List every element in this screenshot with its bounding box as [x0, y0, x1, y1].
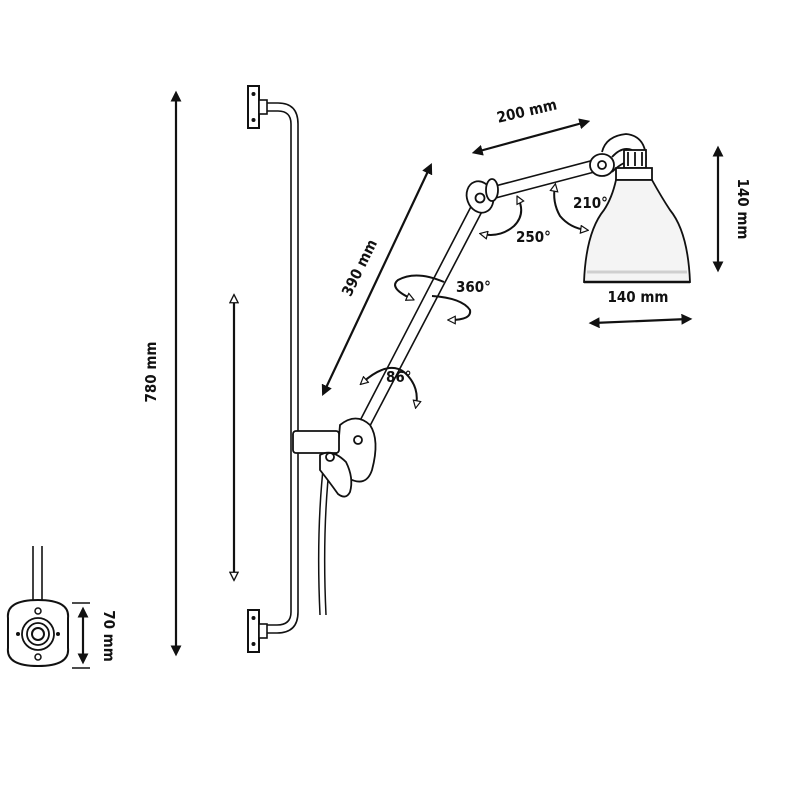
lower-arm: [348, 193, 490, 444]
total-height-label: 780 mm: [142, 342, 160, 403]
lower-arm-length-arrow: [471, 118, 591, 156]
labels: 780 mm 390 mm 200 mm 140 mm 140 mm 70 mm…: [100, 95, 752, 661]
arm-lower-label: 200 mm: [495, 95, 558, 126]
wall-rail: [247, 85, 299, 653]
base-plate-detail: [6, 546, 70, 668]
angle-elbow-label: 250°: [516, 228, 551, 246]
upper-arm-length-arrow: [321, 163, 433, 396]
shade-rotation-icon: [554, 186, 586, 230]
rotation-arrows: [362, 186, 586, 406]
angle-rotation-label: 360°: [456, 278, 491, 296]
elbow-knob: [465, 178, 499, 214]
rail-clamp: [292, 417, 377, 498]
arm-upper-label: 390 mm: [338, 236, 381, 299]
shade-width-arrow: [588, 313, 693, 329]
lamp-shade: [583, 149, 691, 284]
angle-shoulder-label: 86°: [386, 368, 412, 386]
arm-rotation-icon: [394, 274, 445, 299]
angle-shade-label: 210°: [573, 194, 608, 212]
shade-width-label: 140 mm: [608, 288, 669, 306]
dimension-arrows: [72, 90, 724, 669]
shade-height-label: 140 mm: [734, 179, 752, 240]
shoulder-rotation-icon: [362, 366, 417, 406]
base-plate-label: 70 mm: [100, 610, 118, 662]
elbow-rotation-icon: [482, 198, 521, 235]
power-cable: [317, 459, 331, 616]
